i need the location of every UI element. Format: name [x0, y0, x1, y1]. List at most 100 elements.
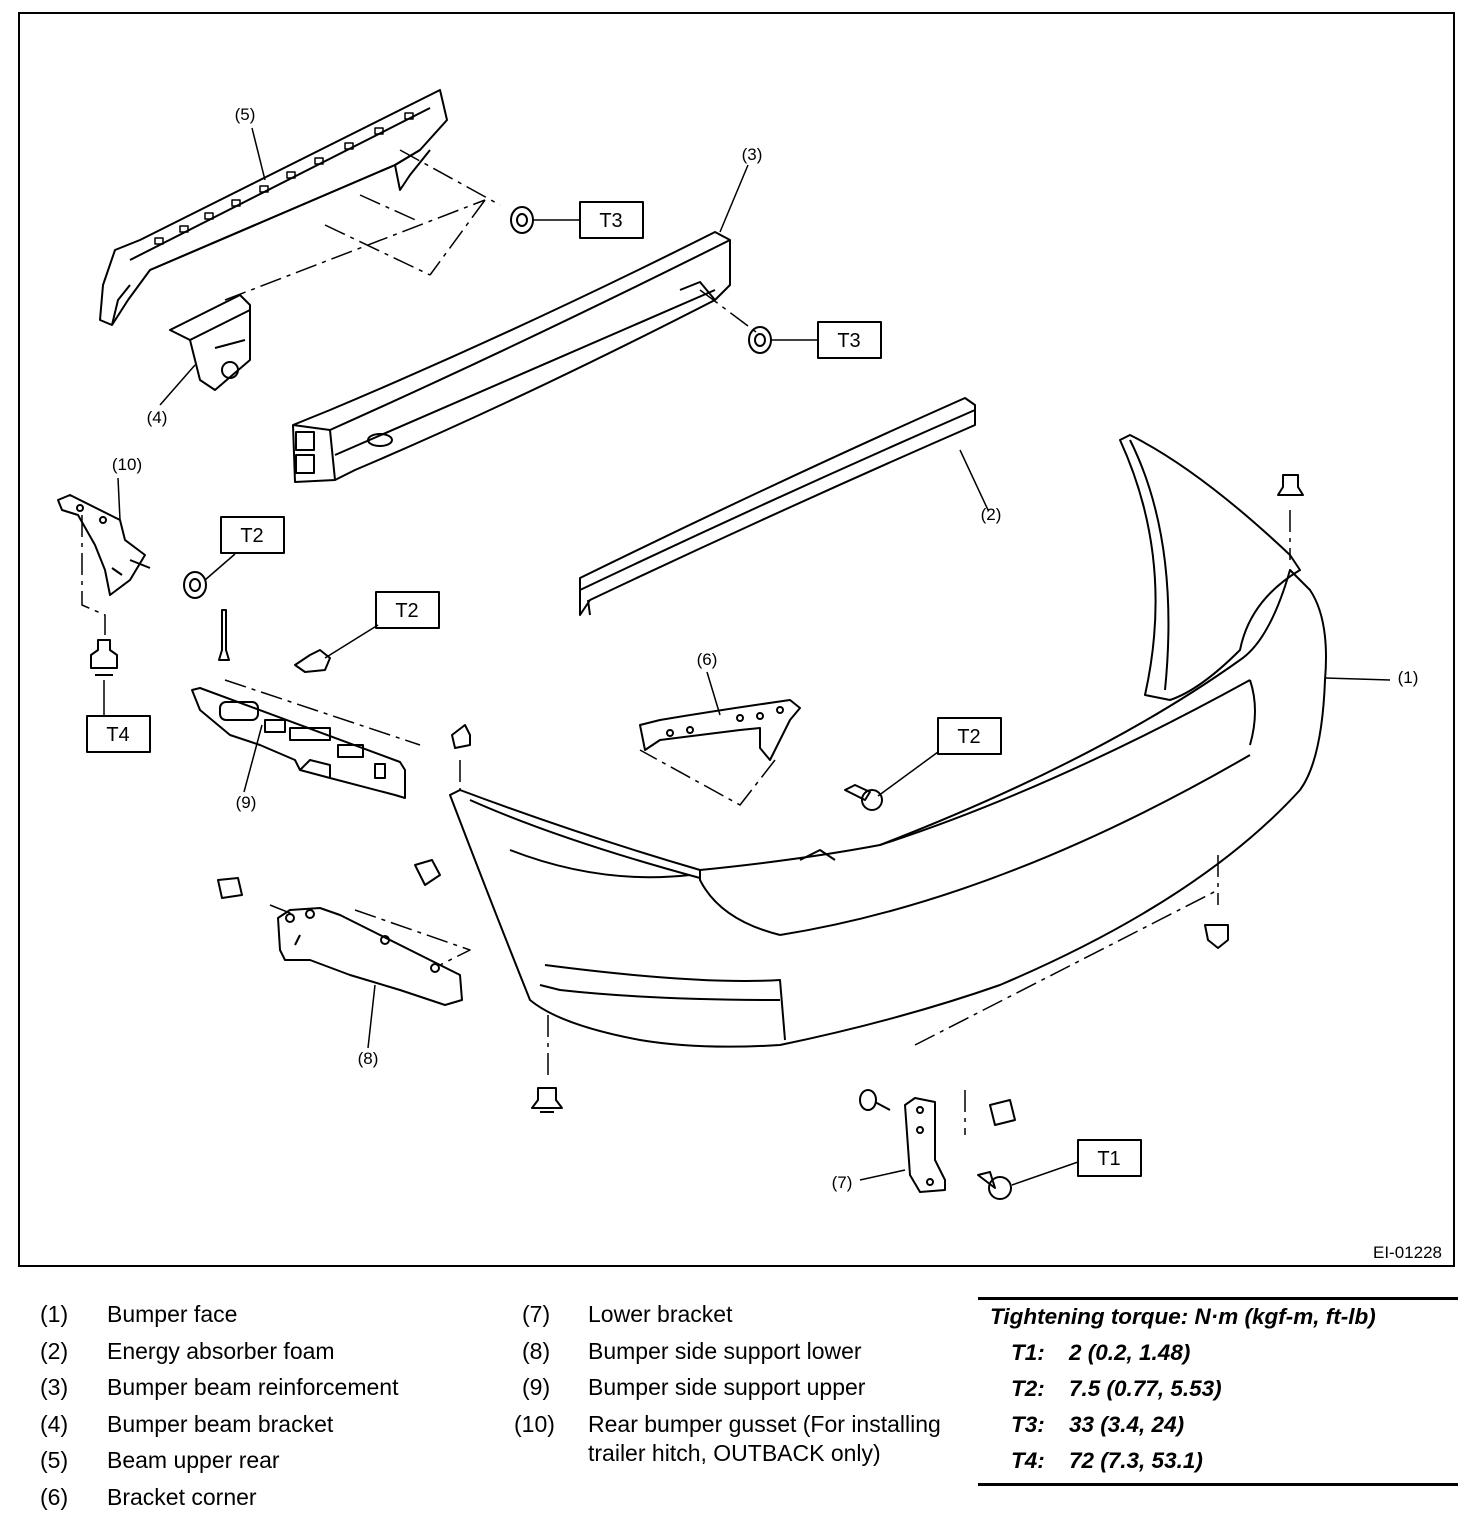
- bumper-side-support-lower-part: [277, 907, 463, 1006]
- rear-bumper-gusset-part: [57, 494, 151, 596]
- callout-leaders: [103, 127, 1391, 1186]
- legend-label: Bumper side support lower: [588, 1337, 862, 1364]
- torque-key: T2:: [1011, 1376, 1045, 1401]
- energy-absorber-foam-part: [579, 397, 976, 616]
- diagram-frame: [18, 12, 1455, 1267]
- assembly-leader-lines: [81, 149, 1291, 1135]
- torque-box-t3-upper: [579, 201, 644, 239]
- torque-box-t2-upper: [375, 591, 440, 629]
- torque-key: T1:: [1011, 1340, 1045, 1365]
- fastener-screw-t2-corner: [844, 784, 883, 811]
- fastener-pin-upper-left: [218, 609, 230, 661]
- legend-item: (5) Beam upper rear: [40, 1442, 480, 1479]
- legend-label: Bumper side support upper: [588, 1374, 866, 1400]
- legend-item: (3) Bumper beam reinforcement: [40, 1369, 480, 1406]
- fastener-clip-t2-upper: [294, 649, 331, 673]
- torque-label-t3-upper: T3: [599, 210, 622, 232]
- torque-box-t2-corner: [937, 717, 1002, 755]
- parts-legend-middle: (7) Lower bracket (8) Bumper side support …: [514, 1296, 974, 1476]
- legend-item: (4) Bumper beam bracket: [40, 1406, 480, 1443]
- torque-label-t2-corner: T2: [957, 726, 980, 748]
- torque-value: 2 (0.2, 1.48): [1069, 1340, 1191, 1365]
- bumper-face-part: [449, 434, 1327, 1048]
- fastener-nut-lower-bracket: [859, 1089, 891, 1111]
- parts-legend-left: (1) Bumper face (2) Energy absorber foam (…: [40, 1296, 480, 1515]
- callout-4: (4): [147, 408, 168, 427]
- legend-number: (8): [522, 1337, 551, 1364]
- fastener-nut-t2-gusset: [183, 571, 207, 599]
- callout-7: (7): [832, 1173, 853, 1192]
- bumper-beam-reinforcement-part: [292, 231, 731, 483]
- fastener-clip-face-bottom-left: [531, 1087, 563, 1113]
- legend-number: (3): [40, 1374, 69, 1400]
- legend-label: Rear bumper gusset (For installing: [588, 1410, 941, 1437]
- legend-number: (9): [522, 1374, 551, 1400]
- callout-10: (10): [112, 455, 142, 474]
- fastener-clip-lower-bracket: [989, 1099, 1016, 1126]
- callout-3: (3): [742, 145, 763, 164]
- torque-box-t4: [86, 715, 151, 753]
- torque-value: 7.5 (0.77, 5.53): [1069, 1376, 1222, 1401]
- callout-1: (1): [1398, 668, 1419, 687]
- callout-5: (5): [235, 105, 256, 124]
- legend-number: (4): [40, 1410, 69, 1437]
- bumper-side-support-upper-part: [191, 687, 406, 799]
- torque-label-t4: T4: [106, 724, 129, 746]
- legend-item: (1) Bumper face: [40, 1296, 480, 1333]
- torque-row-t2: T2: 7.5 (0.77, 5.53): [1011, 1376, 1222, 1402]
- torque-row-t1: T1: 2 (0.2, 1.48): [1011, 1340, 1190, 1366]
- lower-bracket-part: [904, 1097, 946, 1193]
- fastener-clip-face-bottom-right: [1204, 924, 1229, 949]
- bumper-beam-bracket-part: [169, 294, 251, 391]
- torque-row-t4: T4: 72 (7.3, 53.1): [1011, 1448, 1203, 1474]
- figure-code: EI-01228: [1373, 1243, 1442, 1262]
- legend-item: (9) Bumper side support upper: [514, 1369, 974, 1406]
- torque-value: 33 (3.4, 24): [1069, 1412, 1185, 1437]
- fastener-bolt-t4: [90, 639, 118, 676]
- callout-2: (2): [981, 505, 1002, 524]
- tightening-torque-table: Tightening torque: N·m (kgf-m, ft-lb) T1…: [978, 1297, 1458, 1486]
- legend-number: (6): [40, 1483, 69, 1510]
- torque-label-t3-lower: T3: [837, 330, 860, 352]
- legend-label: Lower bracket: [588, 1301, 733, 1327]
- legend-label: Beam upper rear: [107, 1447, 280, 1473]
- fastener-nut-t3-lower: [748, 326, 772, 354]
- fastener-clip-face-left: [451, 724, 471, 749]
- legend-item: (10) Rear bumper gusset (For installing …: [514, 1406, 974, 1476]
- legend-item: (7) Lower bracket: [514, 1296, 974, 1333]
- exploded-parts-diagram: T3 T3 T2 T4 T2 T2 T1 (5) (3) (4) (10) (2…: [18, 12, 1455, 1267]
- torque-row-t3: T3: 33 (3.4, 24): [1011, 1412, 1184, 1438]
- legend-item: (6) Bracket corner: [40, 1479, 480, 1516]
- callout-9: (9): [236, 793, 257, 812]
- torque-label-t1: T1: [1097, 1148, 1120, 1170]
- legend-number: (2): [40, 1337, 69, 1364]
- torque-box-t1: [1077, 1139, 1142, 1177]
- legend-item: (2) Energy absorber foam: [40, 1333, 480, 1370]
- bracket-corner-part: [639, 699, 801, 761]
- fastener-nut-t3-upper: [510, 206, 534, 234]
- legend-label: Bumper face: [107, 1301, 238, 1327]
- legend-label: Energy absorber foam: [107, 1337, 335, 1364]
- torque-table-title: Tightening torque: N·m (kgf-m, ft-lb): [990, 1304, 1376, 1329]
- legend-label: Bracket corner: [107, 1483, 257, 1510]
- legend-item: (8) Bumper side support lower: [514, 1333, 974, 1370]
- beam-upper-rear-part: [99, 89, 448, 326]
- fastener-screw-t1: [977, 1171, 1012, 1200]
- torque-box-t2-gusset: [220, 516, 285, 554]
- torque-value: 72 (7.3, 53.1): [1069, 1448, 1203, 1473]
- torque-key: T4:: [1011, 1448, 1045, 1473]
- fastener-clip-side-right: [414, 859, 441, 886]
- torque-label-t2-upper: T2: [395, 600, 418, 622]
- callout-8: (8): [358, 1049, 379, 1068]
- legend-label: Bumper beam bracket: [107, 1410, 334, 1437]
- legend-number: (5): [40, 1447, 69, 1473]
- legend-number: (7): [522, 1301, 551, 1327]
- callout-6: (6): [697, 650, 718, 669]
- fastener-clip-face-top: [1277, 474, 1304, 496]
- legend-label: Bumper beam reinforcement: [107, 1374, 399, 1400]
- torque-box-t3-lower: [817, 321, 882, 359]
- torque-label-t2-gusset: T2: [240, 525, 263, 547]
- torque-key: T3:: [1011, 1412, 1045, 1437]
- legend-number: (1): [40, 1301, 69, 1327]
- fastener-clip-side-left: [217, 877, 243, 899]
